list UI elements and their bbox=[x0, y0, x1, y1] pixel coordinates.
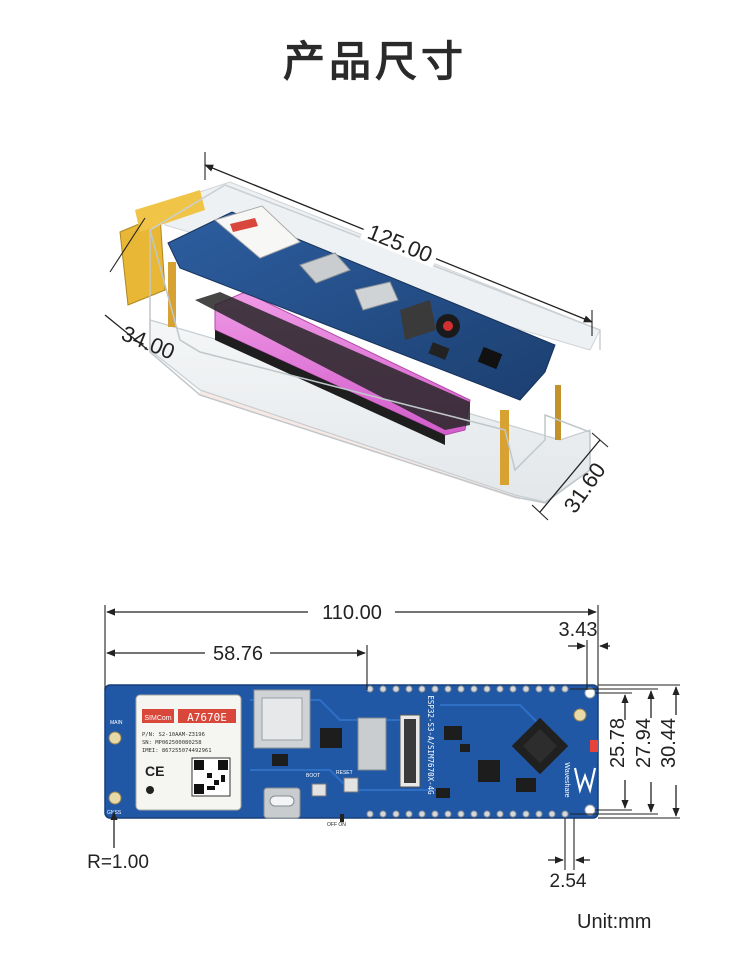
qr-code bbox=[191, 757, 231, 797]
board-silkscreen-brand: Waveshare bbox=[563, 762, 570, 797]
header-span-label: 27.94 bbox=[633, 718, 655, 768]
module-sn: SN: MP062500080258 bbox=[142, 740, 202, 746]
module-imei: IMEI: 867255074492961 bbox=[142, 748, 212, 754]
connector-offset-label: 58.76 bbox=[213, 643, 263, 665]
power-switch-label: OFF ON bbox=[327, 822, 346, 828]
hole-span-label: 25.78 bbox=[607, 718, 629, 768]
ic-chips bbox=[272, 726, 536, 798]
main-antenna-label: MAIN bbox=[110, 720, 123, 726]
board-view: MAIN GNSS SIMCom A7670E P/N: S2-10AAM-Z3… bbox=[87, 602, 680, 892]
boot-button bbox=[311, 783, 327, 797]
corner-radius-label: R=1.00 bbox=[87, 852, 149, 873]
board-silkscreen-model: ESP32-S3-A/SIM7670X-4G bbox=[426, 695, 435, 795]
boot-label: BOOT bbox=[306, 773, 320, 779]
reset-label: RESET bbox=[336, 770, 353, 776]
board-width-label: 30.44 bbox=[658, 718, 680, 768]
pin-pitch-label: 2.54 bbox=[550, 871, 587, 892]
board-length-label: 110.00 bbox=[322, 602, 382, 624]
simcom-logo bbox=[142, 709, 174, 723]
ce-mark: CE bbox=[145, 763, 164, 779]
power-switch bbox=[340, 814, 344, 822]
page-title: 产品尺寸 bbox=[282, 37, 467, 86]
reset-button bbox=[343, 777, 359, 793]
module-model-label: A7670E bbox=[187, 711, 227, 724]
enclosure-view: 125.00 34.00 31.60 bbox=[104, 152, 611, 521]
module-pn: P/N: S2-10AAM-Z3196 bbox=[142, 732, 205, 738]
waveshare-logo bbox=[573, 767, 597, 794]
header-pins bbox=[366, 685, 569, 818]
unit-label: Unit:mm bbox=[577, 911, 652, 933]
hole-offset-label: 3.43 bbox=[559, 619, 598, 641]
tf-card-slot bbox=[357, 717, 387, 771]
simcom-logo-text: SIMCom bbox=[144, 715, 171, 722]
